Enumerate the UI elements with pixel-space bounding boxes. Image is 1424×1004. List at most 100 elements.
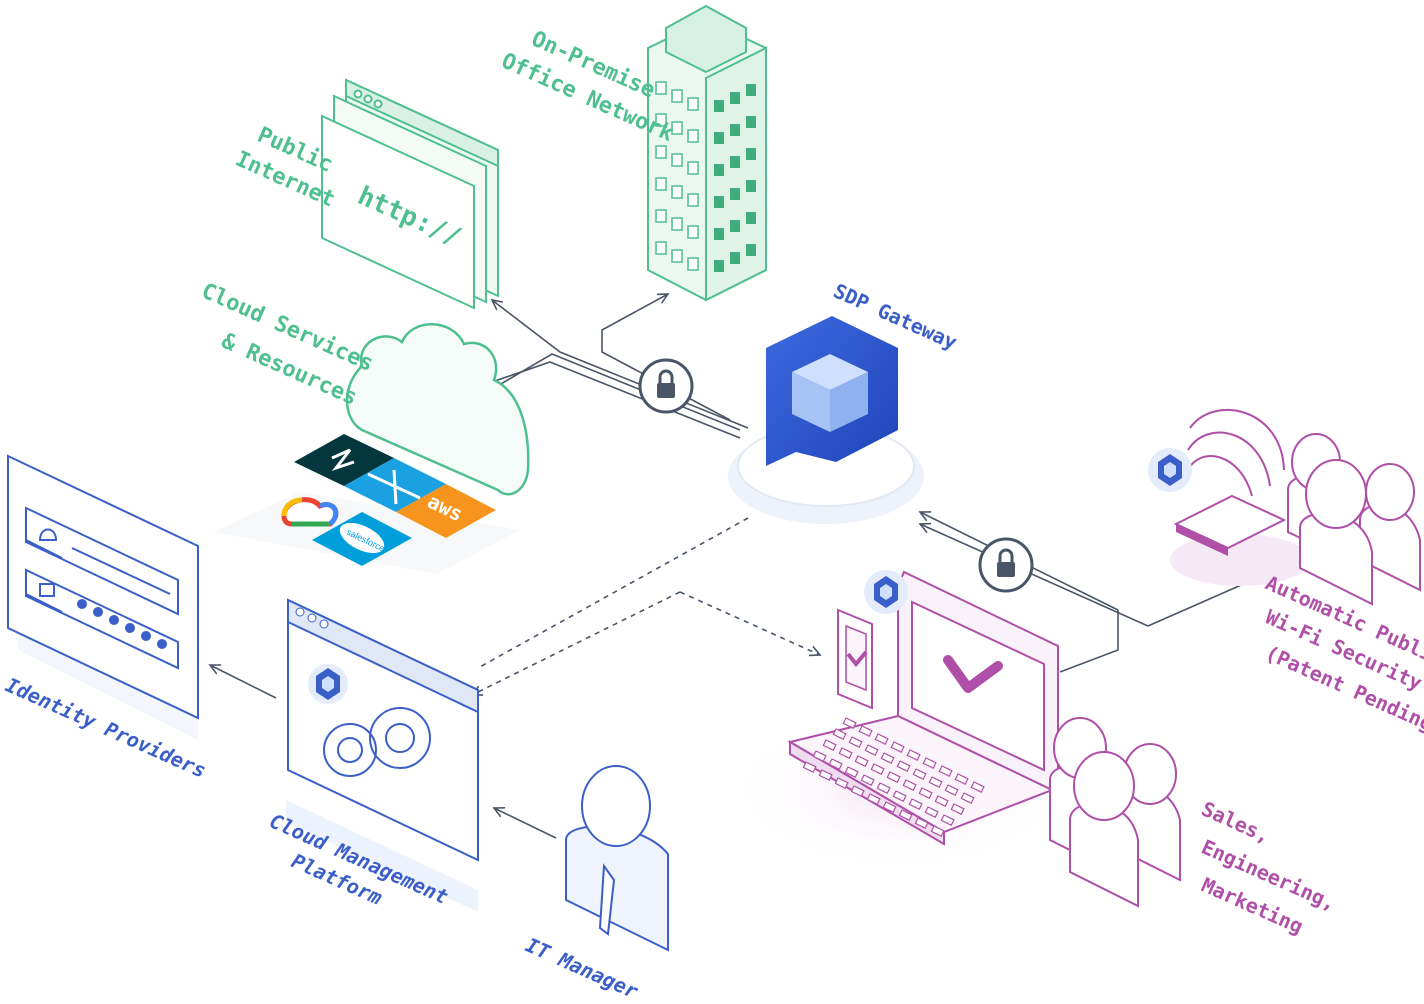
building-window (746, 180, 756, 192)
building-window (671, 249, 683, 263)
keyboard-key (844, 766, 859, 779)
keyboard-key (906, 749, 921, 762)
phone-device (837, 608, 873, 710)
user-group-wifi (1287, 433, 1421, 606)
keyboard-key (938, 765, 953, 778)
keyboard-key (940, 814, 955, 827)
keyboard-key (822, 739, 837, 752)
building-window (714, 100, 724, 112)
lock-icon (638, 358, 694, 414)
building-window (714, 228, 724, 240)
building-window (730, 252, 740, 264)
building-window (687, 193, 699, 207)
building-window (730, 92, 740, 104)
keyboard-key (902, 779, 917, 792)
building-window (655, 145, 667, 159)
keyboard-key (848, 736, 863, 749)
building-window (746, 148, 756, 160)
keyboard-key (886, 771, 901, 784)
label-it-manager: IT Manager (522, 933, 642, 1004)
building-window (687, 129, 699, 143)
user-icon (38, 528, 58, 541)
wifi-security (1148, 408, 1421, 606)
building-window (655, 113, 667, 127)
keyboard-key (912, 768, 927, 781)
keyboard-key (908, 798, 923, 811)
building-window (730, 124, 740, 136)
keyboard-key (818, 769, 833, 782)
gear-icon (323, 707, 431, 777)
keyboard-key (954, 773, 969, 786)
keyboard-key (870, 763, 885, 776)
keyboard-key (874, 733, 889, 746)
keyboard-key (864, 744, 879, 757)
keyboard-key (924, 806, 939, 819)
keyboard-key (928, 776, 943, 789)
building-window (687, 161, 699, 175)
cloud-management-window (286, 598, 479, 912)
keyboard-key (896, 760, 911, 773)
keyboard-key (950, 803, 965, 816)
keyboard-key (858, 725, 873, 738)
building-window (746, 84, 756, 96)
lock-icon (978, 537, 1034, 593)
building-window (671, 217, 683, 231)
building-window (671, 153, 683, 167)
keyboard-key (876, 782, 891, 795)
laptop-device (730, 570, 1070, 870)
keyboard-key (892, 790, 907, 803)
building-window (714, 164, 724, 176)
building-window (671, 185, 683, 199)
keyboard-key (918, 787, 933, 800)
building-window (730, 220, 740, 232)
building-window (746, 212, 756, 224)
cube-icon (792, 354, 868, 432)
google-cloud-logo (281, 497, 339, 527)
keyboard-key (898, 809, 913, 822)
lock-icon (39, 583, 55, 597)
keyboard-key (934, 795, 949, 808)
keyboard-key (838, 747, 853, 760)
office-building (647, 4, 767, 302)
keyboard-key (970, 781, 985, 794)
building-window (671, 121, 683, 135)
building-window (655, 209, 667, 223)
building-window (655, 241, 667, 255)
keyboard-key (930, 825, 945, 838)
cloud-logos: aws salesforce (214, 434, 520, 574)
keyboard-key (922, 757, 937, 770)
building-window (746, 244, 756, 256)
wifi-icon (1187, 408, 1285, 497)
sdp-badge-icon (864, 570, 908, 614)
keyboard-key (834, 777, 849, 790)
sdp-gateway (728, 316, 924, 524)
keyboard-key (828, 758, 843, 771)
building-window (687, 97, 699, 111)
building-window (655, 81, 667, 95)
keyboard-key (866, 793, 881, 806)
building-window (687, 225, 699, 239)
sdp-badge-icon (308, 664, 348, 704)
keyboard-key (944, 784, 959, 797)
keyboard-key (960, 792, 975, 805)
building-window (730, 188, 740, 200)
aws-logo (396, 484, 496, 538)
it-manager-figure (565, 765, 669, 952)
keyboard-key (850, 785, 865, 798)
keyboard-key (882, 801, 897, 814)
building-window (714, 132, 724, 144)
keyboard-key (914, 817, 929, 830)
building-window (714, 260, 724, 272)
keyboard-key (880, 752, 895, 765)
check-icon (846, 650, 868, 668)
sdp-badge-icon (1148, 448, 1192, 492)
building-window (746, 116, 756, 128)
building-window (655, 177, 667, 191)
keyboard-key (854, 755, 869, 768)
check-icon (943, 655, 1003, 693)
building-window (730, 156, 740, 168)
identity-provider-panel (7, 454, 199, 740)
keyboard-key (802, 761, 817, 774)
keyboard-key (812, 750, 827, 763)
